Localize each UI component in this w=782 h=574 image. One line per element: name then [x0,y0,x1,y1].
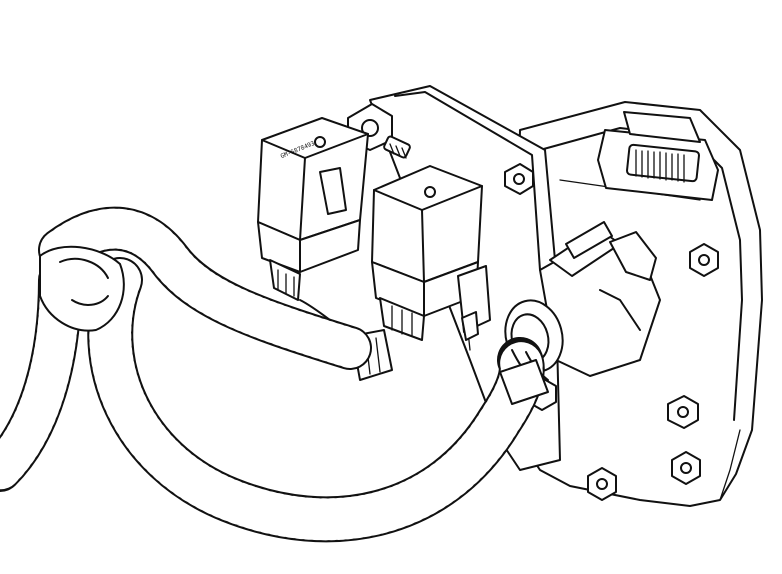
hex-nut-housing-right [689,243,719,277]
latch-clip [597,111,719,201]
loom-junction-clamp [39,245,125,332]
hex-nut-bottom-right [671,451,701,485]
relay-front [371,165,491,341]
wire-tails [499,349,549,405]
wire-loom-main [0,206,545,543]
hex-nut-bracket-top [504,163,534,195]
hex-nut-housing-mid [667,395,699,429]
relay-rear: GM-6878493 [257,117,369,301]
hex-nut-bottom-left [587,467,617,501]
stud-bolt [347,103,411,159]
